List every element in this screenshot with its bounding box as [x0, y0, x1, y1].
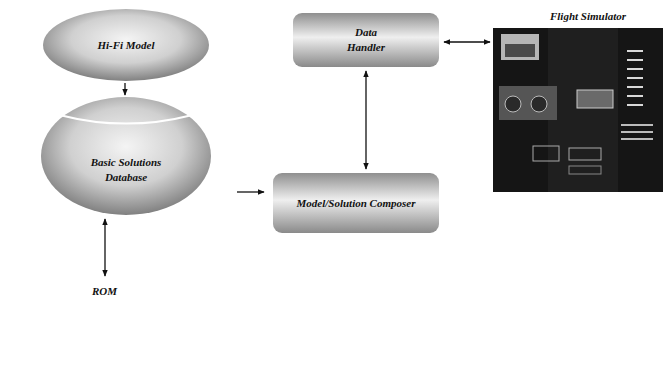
node-label: Data Handler — [340, 25, 392, 55]
simulator-screenshot-outline — [493, 6, 663, 192]
node-label: Model/Solution Composer — [297, 196, 416, 211]
text-holder: Data Handler — [292, 12, 440, 68]
flow-arrow — [124, 83, 125, 95]
panel-heading: Flight Simulator — [550, 9, 626, 24]
simulator-screenshot: Flight Simulator — [493, 6, 663, 192]
database-ellipse: Basic Solutions Database — [40, 96, 212, 216]
node-label: Hi-Fi Model — [97, 38, 154, 53]
process-box: Data Handler — [292, 12, 440, 68]
rom-link-arrow — [104, 219, 105, 276]
text-holder: Flight Simulator — [493, 6, 663, 28]
process-box-outline — [292, 12, 440, 68]
database-ellipse-outline — [40, 96, 212, 216]
text-holder: Basic Solutions Database — [40, 96, 212, 216]
text-holder: Model/Solution Composer — [272, 172, 440, 234]
text-holder: Hi-Fi Model — [42, 8, 210, 82]
store-label: ROM — [92, 284, 117, 299]
process-box: Model/Solution Composer — [272, 172, 440, 234]
flow-arrow — [237, 191, 264, 192]
node-label: Basic Solutions Database — [80, 155, 172, 185]
flow-arrow — [444, 41, 490, 42]
model-ellipse: Hi-Fi Model — [42, 8, 210, 82]
flow-arrow — [365, 71, 366, 169]
